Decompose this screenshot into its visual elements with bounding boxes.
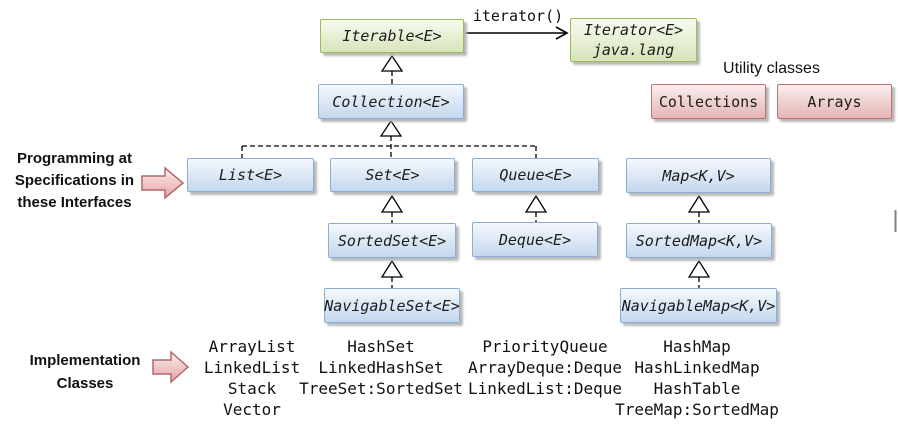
map-box: Map<K,V> — [626, 158, 771, 193]
navigablemap-box: NavigableMap<K,V> — [620, 288, 777, 323]
implementation-annotation-line1: Implementation — [29, 352, 141, 369]
impl-item: TreeMap:SortedMap — [615, 400, 779, 419]
navigablemap-label: NavigableMap<K,V> — [621, 296, 776, 315]
list-label: List<E> — [218, 166, 283, 184]
impl-item: HashLinkedMap — [634, 358, 760, 377]
set-label: Set<E> — [365, 166, 420, 184]
sortedset-label: SortedSet<E> — [337, 231, 447, 250]
iterator-arrow — [464, 26, 569, 40]
programming-annotation-line2: Specifications in — [14, 172, 135, 189]
deque-box: Deque<E> — [472, 222, 598, 257]
iterator-method-label: iterator() — [472, 7, 564, 25]
iterator-label: Iterator<E> — [583, 21, 684, 39]
sortedmap-box: SortedMap<K,V> — [626, 223, 772, 258]
arrays-utility-label: Arrays — [807, 92, 862, 111]
navigableset-label: NavigableSet<E> — [324, 296, 460, 315]
set-box: Set<E> — [330, 158, 455, 192]
impl-item: LinkedHashSet — [318, 358, 444, 377]
collection-label: Collection<E> — [332, 92, 450, 111]
deque-label: Deque<E> — [498, 230, 572, 249]
impl-item: LinkedList:Deque — [467, 379, 623, 398]
impl-item: HashSet — [347, 337, 415, 356]
sortedmap-label: SortedMap<K,V> — [635, 231, 763, 250]
impl-item: Vector — [223, 400, 281, 419]
implementation-annotation: Implementation Classes — [15, 349, 155, 395]
impl-item: PriorityQueue — [482, 337, 608, 356]
impl-item: LinkedList — [203, 358, 301, 377]
navigableset-box: NavigableSet<E> — [324, 288, 460, 323]
impl-item: ArrayList — [208, 337, 296, 356]
arrays-utility-box: Arrays — [777, 84, 892, 119]
programming-annotation-line3: these Interfaces — [17, 194, 132, 211]
impl-item: TreeSet:SortedSet — [299, 379, 463, 398]
collections-utility-box: Collections — [651, 84, 766, 119]
set-implementations: HashSet LinkedHashSet TreeSet:SortedSet — [299, 336, 463, 399]
list-implementations: ArrayList LinkedList Stack Vector — [204, 336, 300, 420]
programming-annotation: Programming at Specifications in these I… — [2, 148, 147, 214]
list-box: List<E> — [187, 158, 314, 192]
queue-implementations: PriorityQueue ArrayDeque:Deque LinkedLis… — [468, 336, 622, 399]
implementation-pointer-arrow-icon — [152, 350, 190, 384]
iterable-box: Iterable<E> — [320, 19, 464, 53]
impl-item: ArrayDeque:Deque — [467, 358, 623, 377]
utility-classes-title: Utility classes — [723, 60, 820, 77]
map-label: Map<K,V> — [662, 166, 735, 185]
impl-item: HashTable — [653, 379, 741, 398]
programming-annotation-line1: Programming at — [16, 150, 133, 167]
interfaces-pointer-arrow-icon — [141, 166, 185, 200]
iterable-label: Iterable<E> — [342, 27, 442, 45]
queue-box: Queue<E> — [472, 158, 599, 192]
queue-label: Queue<E> — [499, 166, 572, 184]
collections-utility-label: Collections — [658, 92, 759, 111]
impl-item: HashMap — [663, 337, 731, 356]
impl-item: Stack — [227, 379, 277, 398]
iterator-package-label: java.lang — [592, 41, 675, 59]
map-implementations: HashMap HashLinkedMap HashTable TreeMap:… — [615, 336, 779, 420]
collection-box: Collection<E> — [318, 84, 464, 119]
sortedset-box: SortedSet<E> — [328, 223, 456, 258]
iterator-box: Iterator<E> java.lang — [570, 18, 697, 62]
implementation-annotation-line2: Classes — [56, 375, 114, 392]
